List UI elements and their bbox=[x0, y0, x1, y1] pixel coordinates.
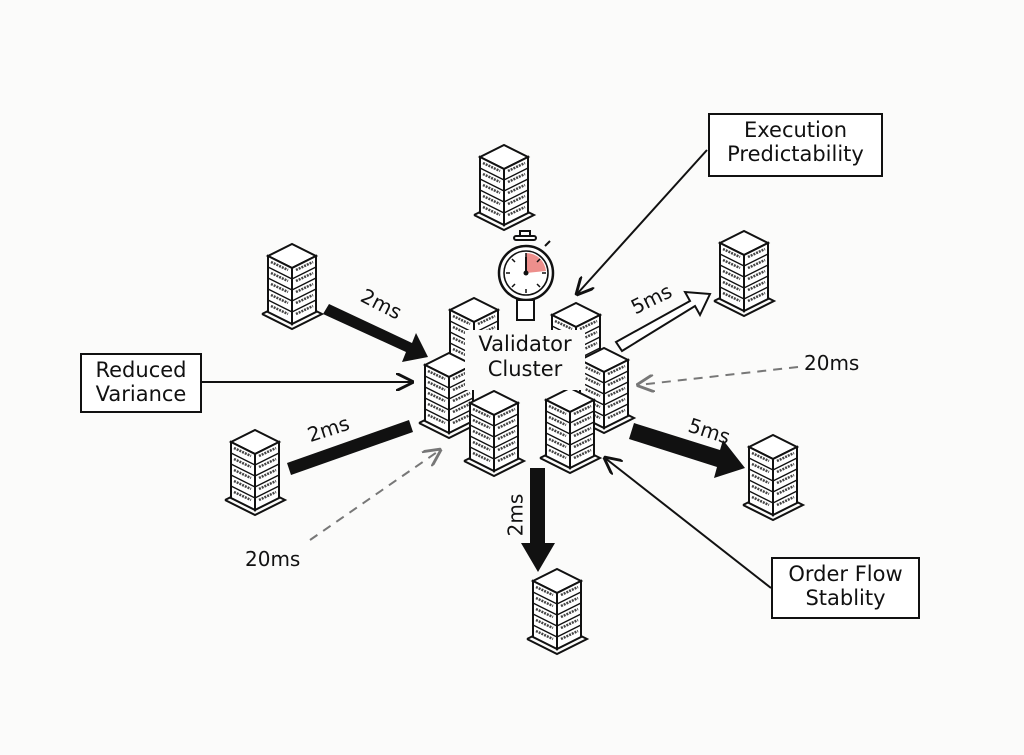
server-top bbox=[472, 143, 536, 232]
arrow-southeast-outbound bbox=[629, 423, 745, 478]
server-southeast bbox=[741, 433, 805, 522]
cluster-title: Validator Cluster bbox=[455, 332, 595, 382]
server-west bbox=[223, 428, 287, 517]
callout-reduced-variance: Reduced Variance bbox=[80, 353, 202, 413]
latency-label-southwest: 20ms bbox=[245, 547, 301, 571]
arrow-southwest-dashed bbox=[309, 450, 440, 541]
cluster-title-line2: Cluster bbox=[487, 357, 563, 382]
callout-execution-line2: Predictability bbox=[727, 142, 864, 167]
stopwatch-icon bbox=[497, 230, 555, 321]
server-northeast bbox=[712, 229, 776, 318]
callout-orderflow-line2: Stablity bbox=[805, 586, 886, 611]
server-northwest bbox=[260, 242, 324, 331]
cluster-title-line1: Validator bbox=[478, 332, 572, 356]
arrow-northwest-inbound bbox=[323, 304, 428, 362]
callout-execution-predictability: Execution Predictability bbox=[708, 113, 883, 177]
arrow-south-outbound bbox=[521, 468, 555, 572]
cluster-server-front-left bbox=[462, 389, 526, 478]
callout-variance-line2: Variance bbox=[95, 382, 187, 407]
latency-label-south: 2ms bbox=[503, 493, 528, 537]
cluster-server-front-right bbox=[538, 386, 602, 475]
connector-orderflow bbox=[605, 458, 772, 589]
arrow-east-dashed bbox=[638, 366, 799, 385]
callout-variance-line1: Reduced bbox=[95, 358, 187, 382]
arrow-northeast-outbound bbox=[614, 290, 712, 353]
callout-orderflow-line1: Order Flow bbox=[788, 562, 903, 586]
callout-order-flow-stability: Order Flow Stablity bbox=[771, 557, 920, 619]
connector-execution bbox=[577, 149, 708, 294]
center-title-backdrop bbox=[465, 330, 585, 390]
server-south bbox=[525, 567, 589, 656]
arrow-west-bar bbox=[287, 420, 413, 475]
callout-execution-line1: Execution bbox=[743, 118, 848, 142]
latency-label-east: 20ms bbox=[804, 351, 860, 375]
